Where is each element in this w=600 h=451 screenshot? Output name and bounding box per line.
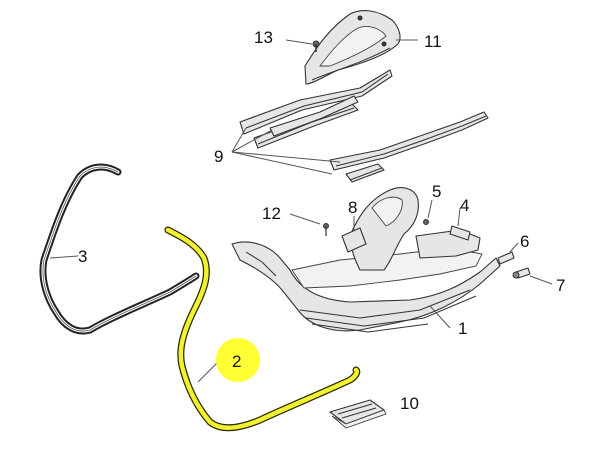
callout-12: 12 [262, 204, 281, 223]
part-9-strips [239, 69, 489, 183]
callout-10: 10 [400, 394, 419, 413]
callout-6: 6 [520, 232, 529, 251]
part-7-bolt [512, 267, 531, 279]
part-6-bolt [497, 251, 515, 265]
callout-2: 2 [232, 352, 241, 371]
callout-13: 13 [254, 28, 273, 47]
callout-9: 9 [214, 147, 223, 166]
part-4-clip [449, 225, 471, 241]
callout-2-highlight [216, 338, 260, 382]
leader-lines [49, 39, 553, 383]
part-11-cover [304, 10, 401, 85]
part-8-bracket [341, 227, 367, 253]
part-12-screw [323, 223, 329, 236]
callout-7: 7 [556, 276, 565, 295]
callout-8: 8 [348, 198, 357, 217]
callout-3: 3 [78, 247, 87, 266]
part-5-screw [423, 219, 429, 225]
part-10-grille [329, 399, 387, 429]
part-3-molding [39, 163, 200, 335]
callout-5: 5 [432, 182, 441, 201]
callout-11: 11 [424, 32, 442, 51]
callout-4: 4 [460, 196, 469, 215]
part-2-molding-highlighted [164, 226, 361, 432]
part-13-screw [312, 40, 320, 52]
callout-1: 1 [458, 319, 467, 338]
